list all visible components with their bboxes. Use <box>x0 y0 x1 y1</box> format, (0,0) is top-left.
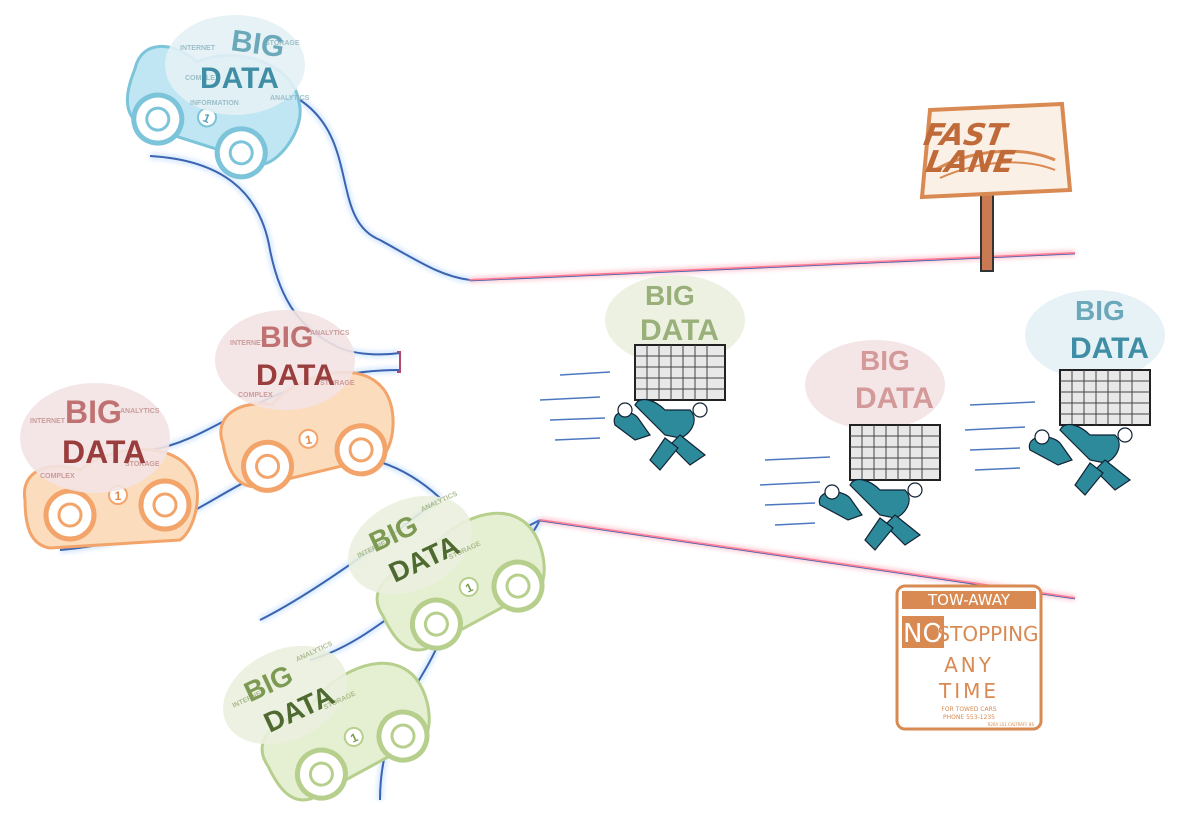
tow-away-sign: TOW-AWAY NO STOPPING ANY TIME FOR TOWED … <box>895 584 1043 731</box>
cloud-data-word: DATA <box>62 434 146 470</box>
svg-text:STORAGE: STORAGE <box>125 461 160 468</box>
runner-with-basket: BIG DATA <box>759 340 945 551</box>
word-cloud-red: INTERNET COMPLEX STORAGE ANALYTICS BIG DAT… <box>20 383 170 493</box>
svg-text:COMPLEX: COMPLEX <box>185 75 220 82</box>
fast-lane-lines <box>469 250 1076 601</box>
tow-away-header: TOW-AWAY <box>927 591 1011 609</box>
runner-figure <box>1028 423 1133 496</box>
sign-post <box>980 184 994 272</box>
car-number: 1 <box>201 111 213 127</box>
cloud-big-word: BIG <box>860 345 910 376</box>
cloud-data-word: DATA <box>640 314 719 347</box>
tow-code: R26A LS1 CALTRAFF 86 <box>988 722 1035 727</box>
runner-with-basket: BIG DATA <box>964 290 1165 496</box>
svg-text:STORAGE: STORAGE <box>320 380 355 387</box>
word-cloud-blue: INTERNET COMPLEX ANALYTICS INFORMATION STO… <box>165 15 310 115</box>
tow-any: ANY <box>944 653 994 677</box>
svg-text:ANALYTICS: ANALYTICS <box>310 330 350 337</box>
speed-lines <box>759 456 831 526</box>
cloud-big-word: BIG <box>645 280 695 311</box>
svg-text:INFORMATION: INFORMATION <box>190 100 239 107</box>
fast-lane-line2: LANE <box>923 145 1017 180</box>
runner-figure <box>613 398 708 471</box>
cloud-big-word: BIG <box>229 24 286 64</box>
runner-figure <box>818 478 923 551</box>
car-wheel <box>131 92 185 146</box>
fast-lane-line1: FAST <box>921 118 1011 153</box>
basket <box>849 424 941 481</box>
cloud-data-word: DATA <box>1070 332 1149 365</box>
tow-fine-print-1: FOR TOWED CARS <box>941 706 996 713</box>
cloud-big-word: BIG <box>260 321 313 354</box>
cloud-big-word: BIG <box>1075 295 1125 326</box>
svg-text:INTERNET: INTERNET <box>230 340 266 347</box>
car-wheel <box>214 126 268 180</box>
speed-lines <box>964 401 1036 471</box>
svg-text:ANALYTICS: ANALYTICS <box>270 95 310 102</box>
word-cloud-red: INTERNET COMPLEX STORAGE ANALYTICS BIG DAT… <box>215 310 355 410</box>
fast-lane-sign: FAST LANE <box>919 101 1073 272</box>
svg-text:COMPLEX: COMPLEX <box>40 473 75 480</box>
svg-text:ANALYTICS: ANALYTICS <box>120 408 160 415</box>
cloud-big-word: BIG <box>65 394 122 430</box>
svg-text:INTERNET: INTERNET <box>180 45 216 52</box>
cloud-data-word: DATA <box>200 62 279 95</box>
basket <box>1059 369 1151 426</box>
cloud-data-word: DATA <box>256 359 335 392</box>
car-number: 1 <box>115 489 122 503</box>
svg-text:STORAGE: STORAGE <box>265 40 300 47</box>
car-number: 1 <box>304 432 313 447</box>
tow-fine-print-2: PHONE 553-1235 <box>943 714 995 721</box>
basket <box>634 344 726 401</box>
svg-text:INTERNET: INTERNET <box>30 418 66 425</box>
tow-time: TIME <box>938 679 999 703</box>
car-orange: 1 <box>219 370 395 493</box>
tow-stopping: STOPPING <box>937 622 1038 646</box>
tow-no: NO <box>903 619 943 649</box>
svg-text:COMPLEX: COMPLEX <box>238 392 273 399</box>
runner-with-basket: BIG DATA <box>539 275 745 471</box>
speed-lines <box>539 371 611 441</box>
cloud-data-word: DATA <box>855 382 934 415</box>
car-green: 1 <box>375 511 546 652</box>
